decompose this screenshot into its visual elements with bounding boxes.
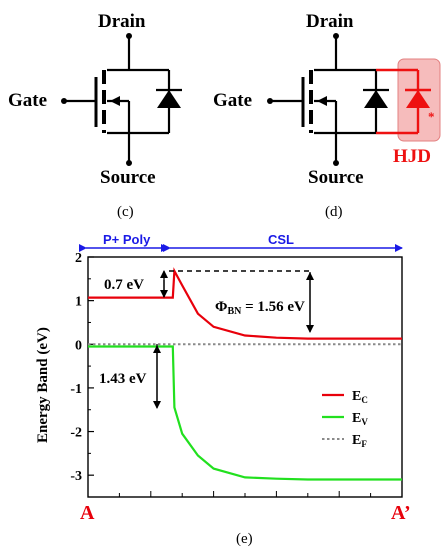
panel-c-source-terminal xyxy=(126,160,132,166)
panel-c-caption: (c) xyxy=(117,204,134,220)
ann-phi-label: ΦBN = 1.56 eV xyxy=(215,299,305,317)
panel-d-gate-terminal xyxy=(267,98,273,104)
y-axis-label: Energy Band (eV) xyxy=(35,327,51,443)
ann-143-label: 1.43 eV xyxy=(99,371,147,387)
panel-c-source-label: Source xyxy=(100,167,156,188)
panel-d-source-label: Source xyxy=(308,167,364,188)
x-axis-label-a-prime: A’ xyxy=(391,502,411,524)
y-tick-label: 0 xyxy=(75,338,82,353)
panel-c-drain-terminal xyxy=(126,33,132,39)
panel-c-gate-label: Gate xyxy=(8,90,47,111)
panel-d-drain-terminal xyxy=(333,33,339,39)
y-tick-label: 2 xyxy=(75,251,82,266)
region-p-poly-label: P+ Poly xyxy=(103,232,151,247)
panel-e-caption: (e) xyxy=(236,531,253,547)
y-axis: 2 1 0 -1 -2 -3 xyxy=(70,251,94,484)
region-csl-label: CSL xyxy=(268,232,294,247)
x-axis-ticks xyxy=(118,491,372,497)
y-tick-label: -3 xyxy=(70,469,82,484)
panel-d-hjd-star: * xyxy=(428,109,435,124)
panel-d-drain-label: Drain xyxy=(306,11,354,32)
panel-c-channel-arrow-icon xyxy=(110,96,120,106)
svg-text:EV: EV xyxy=(352,411,368,427)
panel-c-drain-label: Drain xyxy=(98,11,146,32)
legend-item-ev: EV xyxy=(322,411,368,427)
panel-c-gate-terminal xyxy=(61,98,67,104)
panel-d-source-terminal xyxy=(333,160,339,166)
x-axis-label-a: A xyxy=(80,502,95,524)
panel-d-channel-arrow-icon xyxy=(317,96,327,106)
panel-c-mosfet: Drain Gate Source (c) xyxy=(8,11,182,220)
panel-e-energy-band-chart: P+ Poly CSL 2 1 0 -1 -2 -3 Energy Band (eV) 0… xyxy=(35,232,411,547)
y-tick-label: -2 xyxy=(70,426,82,441)
panel-d-hjd-label: HJD xyxy=(393,146,431,167)
panel-d-hjd-diode-icon xyxy=(406,90,430,108)
svg-text:EC: EC xyxy=(352,389,368,405)
legend: EC EV EF xyxy=(322,389,368,449)
panel-d-mosfet-hjd: Drain Gate Source * HJD xyxy=(213,11,441,220)
legend-item-ec: EC xyxy=(322,389,368,405)
legend-item-ef: EF xyxy=(322,433,367,449)
svg-text:EF: EF xyxy=(352,433,367,449)
y-tick-label: -1 xyxy=(70,382,82,397)
panel-d-caption: (d) xyxy=(325,204,343,220)
series-ec-line xyxy=(88,267,402,340)
panel-d-gate-label: Gate xyxy=(213,90,252,111)
panel-c-body-diode-icon xyxy=(157,90,181,108)
y-tick-label: 1 xyxy=(75,295,82,310)
ann-07-label: 0.7 eV xyxy=(104,277,144,293)
panel-d-body-diode-icon xyxy=(364,90,388,108)
